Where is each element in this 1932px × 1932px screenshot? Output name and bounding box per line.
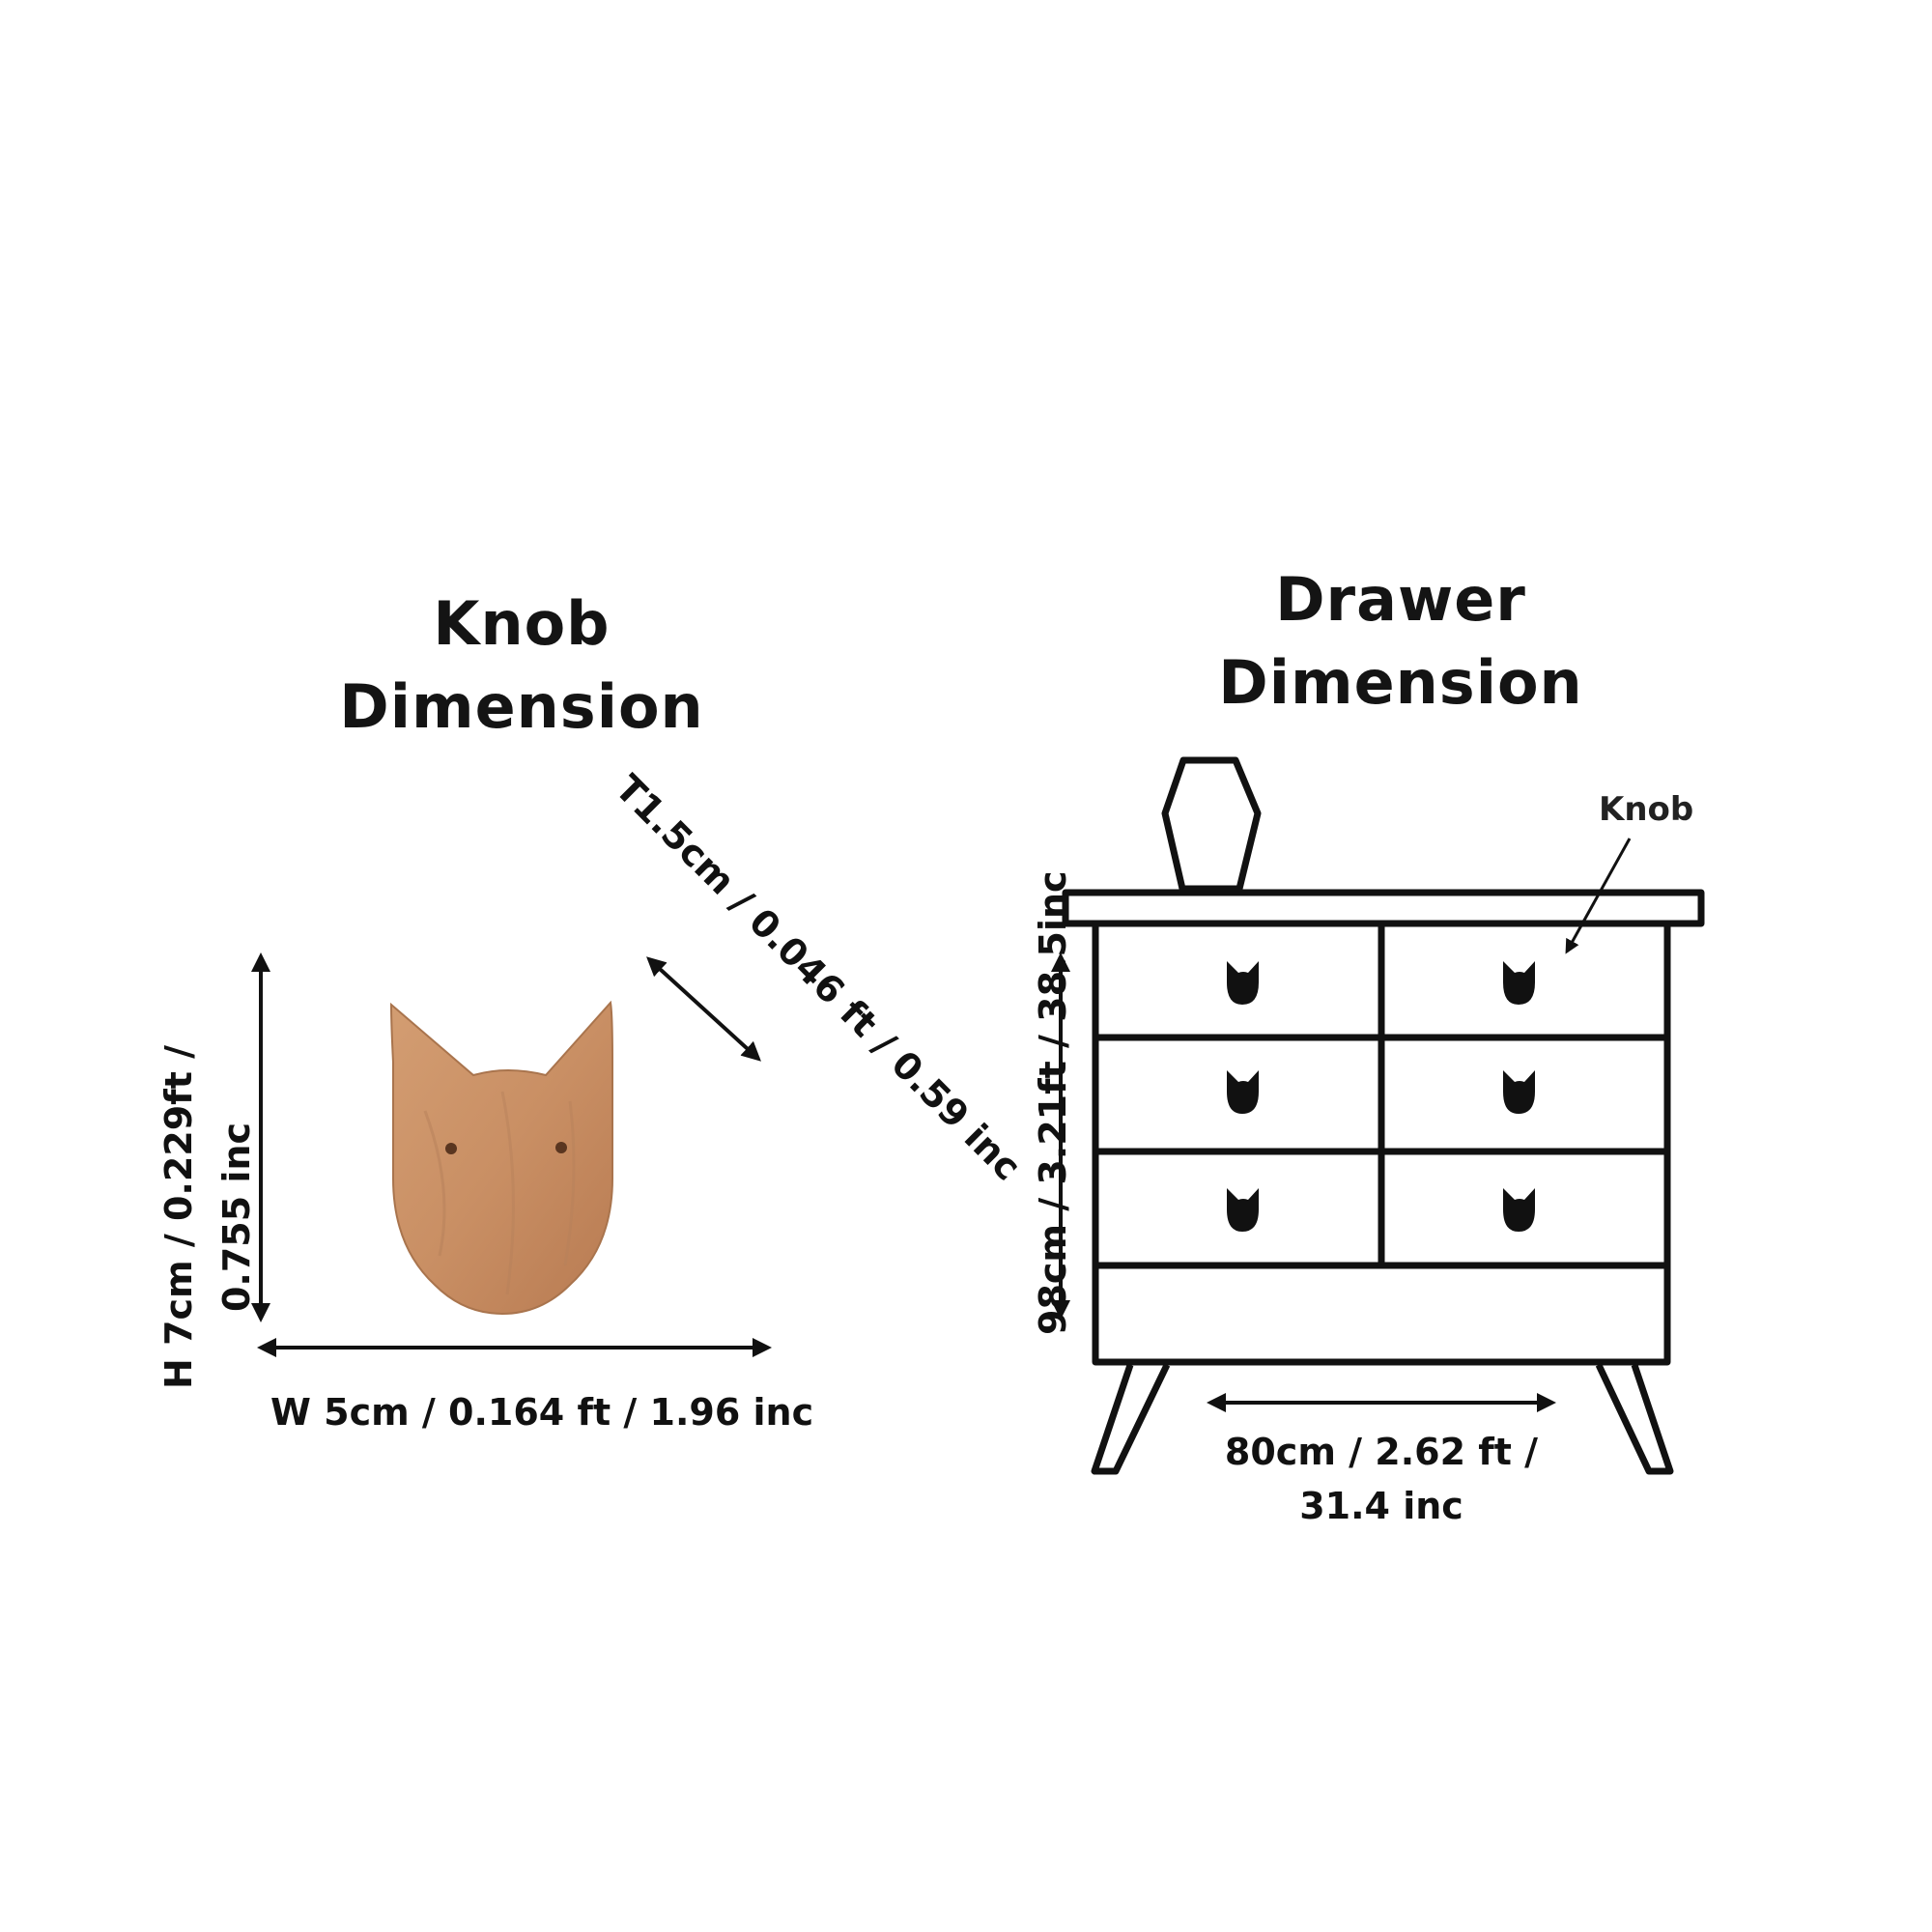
knob-title-line2: Dimension	[339, 671, 704, 742]
knob-height-label: H 7cm / 0.229ft / 0.755 inc	[150, 1014, 266, 1420]
wood-grain-line	[500, 1091, 515, 1295]
drawer-knob-icon	[1503, 1070, 1535, 1114]
drawer-knob-icon	[1227, 961, 1259, 1005]
dresser-top	[1062, 889, 1705, 927]
knob-right-eye	[555, 1142, 567, 1153]
drawer-title-line2: Dimension	[1218, 647, 1583, 718]
drawer-knob-icon	[1503, 961, 1535, 1005]
drawer-knob-callout-label: Knob	[1599, 790, 1694, 829]
knob-dimension-title: Knob Dimension	[319, 582, 724, 749]
knob-height-label-line2: 0.755 inc	[215, 1122, 258, 1313]
cat-knob-image	[389, 1000, 613, 1316]
drawer-dimension-title: Drawer Dimension	[1179, 558, 1623, 724]
knob-wood-body	[389, 1000, 613, 1316]
drawer-knobs	[1227, 961, 1535, 1232]
knob-thickness-arrow	[646, 956, 761, 1062]
drawer-knob-icon	[1503, 1188, 1535, 1232]
drawer-knob-icon	[1227, 1070, 1259, 1114]
dresser-illustration	[1062, 756, 1705, 1475]
drawer-title-line1: Drawer	[1275, 564, 1526, 635]
drawer-height-label: 98cm / 3.21ft / 38.5inc	[1032, 870, 1074, 1336]
vase-icon	[1161, 756, 1262, 893]
right-leg	[1595, 1363, 1674, 1475]
drawer-width-label: 80cm / 2.62 ft / 31.4 inc	[1224, 1431, 1539, 1527]
knob-width-label: W 5cm / 0.164 ft / 1.96 inc	[270, 1391, 814, 1434]
wood-grain-line	[563, 1100, 576, 1266]
knob-height-label-line1: H 7cm / 0.229ft /	[157, 1045, 200, 1389]
drawer-knob-icon	[1227, 1188, 1259, 1232]
left-leg	[1091, 1363, 1171, 1475]
knob-left-eye	[445, 1143, 457, 1154]
knob-title-line1: Knob	[433, 588, 611, 659]
knob-callout-arrow	[1565, 838, 1632, 954]
wood-grain-line	[423, 1110, 446, 1257]
